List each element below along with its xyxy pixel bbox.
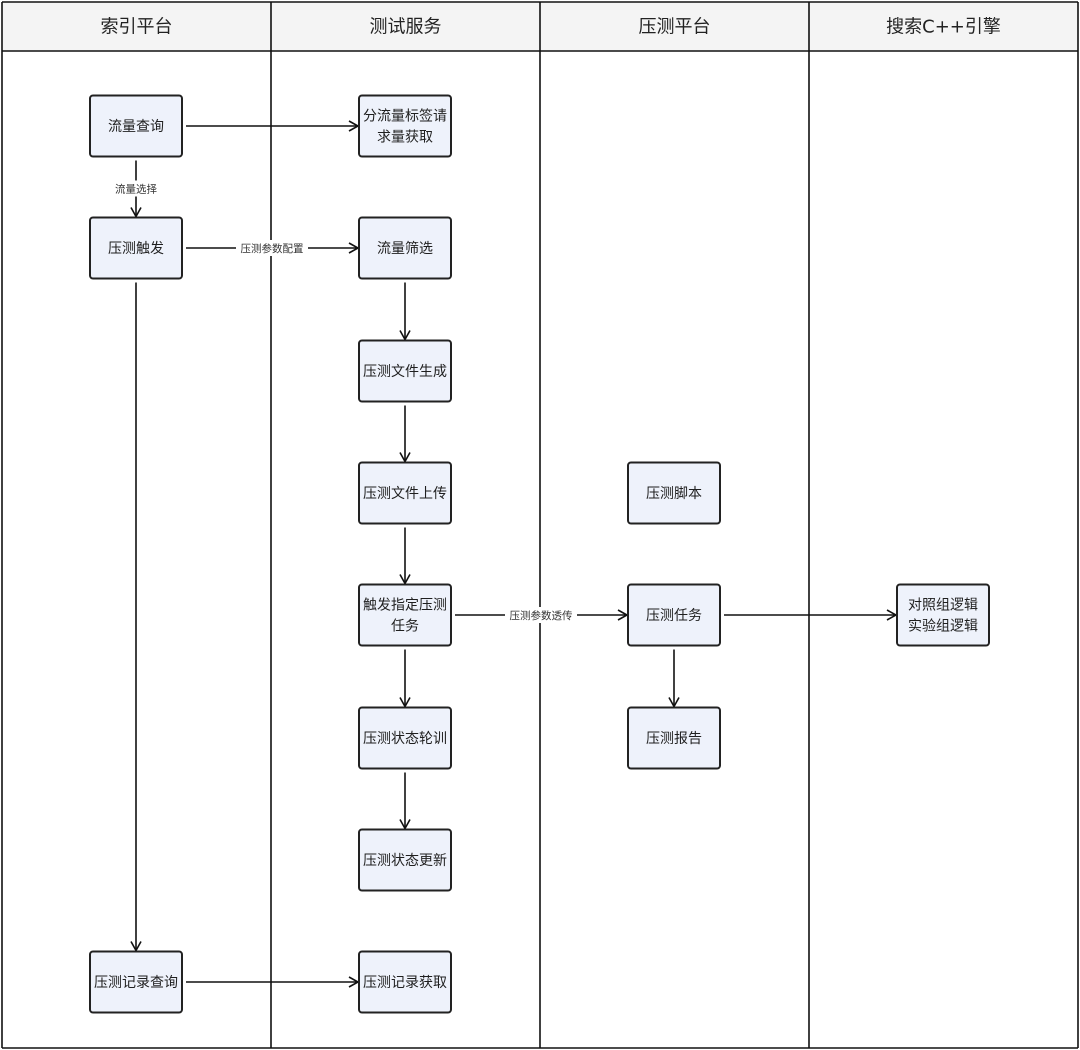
node-label: 压测报告 bbox=[646, 731, 702, 747]
node-record_query: 压测记录查询 bbox=[89, 950, 183, 1014]
node-box bbox=[358, 216, 452, 280]
lane-title-search: 搜索C++引擎 bbox=[886, 17, 1001, 38]
node-label: 压测文件生成 bbox=[363, 364, 447, 380]
node-stress_trigger: 压测触发 bbox=[89, 216, 183, 280]
node-label: 压测任务 bbox=[646, 608, 702, 624]
node-box bbox=[358, 706, 452, 770]
node-label: 压测记录查询 bbox=[94, 975, 178, 991]
node-box bbox=[358, 461, 452, 525]
node-label: 触发指定压测 bbox=[363, 598, 447, 614]
node-stress_report: 压测报告 bbox=[627, 706, 721, 770]
node-label: 实验组逻辑 bbox=[908, 619, 978, 635]
node-traffic_query: 流量查询 bbox=[89, 94, 183, 158]
node-label: 流量筛选 bbox=[377, 241, 433, 257]
node-file_upload: 压测文件上传 bbox=[358, 461, 452, 525]
node-stress_script: 压测脚本 bbox=[627, 461, 721, 525]
edge-label: 压测参数透传 bbox=[510, 609, 573, 622]
node-label: 压测文件上传 bbox=[363, 486, 447, 502]
node-box bbox=[358, 583, 452, 647]
node-label: 流量查询 bbox=[108, 119, 164, 135]
edge-label: 压测参数配置 bbox=[241, 242, 304, 255]
node-box bbox=[358, 94, 452, 158]
edge-label-background bbox=[111, 180, 161, 197]
node-label: 求量获取 bbox=[377, 130, 433, 146]
node-label: 任务 bbox=[391, 619, 419, 635]
edge-trigger_task-to-stress_task: 压测参数透传 bbox=[455, 607, 629, 623]
node-box bbox=[358, 828, 452, 892]
lane-title-index: 索引平台 bbox=[101, 17, 173, 38]
node-file_gen: 压测文件生成 bbox=[358, 339, 452, 403]
node-box bbox=[89, 950, 183, 1014]
edge-traffic_query-to-stress_trigger: 流量选择 bbox=[111, 160, 161, 219]
edge-stress_trigger-to-traffic_filter: 压测参数配置 bbox=[186, 240, 360, 256]
node-label: 压测触发 bbox=[108, 241, 164, 257]
lane-title-test: 测试服务 bbox=[370, 17, 442, 38]
node-label: 压测状态轮训 bbox=[363, 731, 447, 747]
lane-title-stress: 压测平台 bbox=[639, 17, 711, 38]
node-box bbox=[896, 583, 990, 647]
node-box bbox=[627, 461, 721, 525]
node-stress_task: 压测任务 bbox=[627, 583, 721, 647]
edge-label: 流量选择 bbox=[115, 183, 157, 196]
lane-test: 测试服务 bbox=[370, 17, 442, 38]
node-box bbox=[89, 94, 183, 158]
node-box bbox=[627, 583, 721, 647]
node-traffic_filter: 流量筛选 bbox=[358, 216, 452, 280]
node-label: 压测脚本 bbox=[646, 486, 702, 502]
node-box bbox=[358, 950, 452, 1014]
node-status_poll: 压测状态轮训 bbox=[358, 706, 452, 770]
edge-label-background bbox=[505, 607, 577, 623]
lane-search: 搜索C++引擎 bbox=[886, 17, 1001, 38]
node-box bbox=[627, 706, 721, 770]
node-label: 分流量标签请 bbox=[363, 108, 447, 125]
node-label: 对照组逻辑 bbox=[908, 598, 978, 614]
lane-stress: 压测平台 bbox=[639, 17, 711, 38]
node-box bbox=[358, 339, 452, 403]
node-box bbox=[89, 216, 183, 280]
node-record_fetch: 压测记录获取 bbox=[358, 950, 452, 1014]
edge-label-background bbox=[236, 240, 308, 256]
node-status_update: 压测状态更新 bbox=[358, 828, 452, 892]
node-label: 压测记录获取 bbox=[363, 975, 447, 991]
lane-index: 索引平台 bbox=[101, 17, 173, 38]
node-label: 压测状态更新 bbox=[363, 853, 447, 869]
